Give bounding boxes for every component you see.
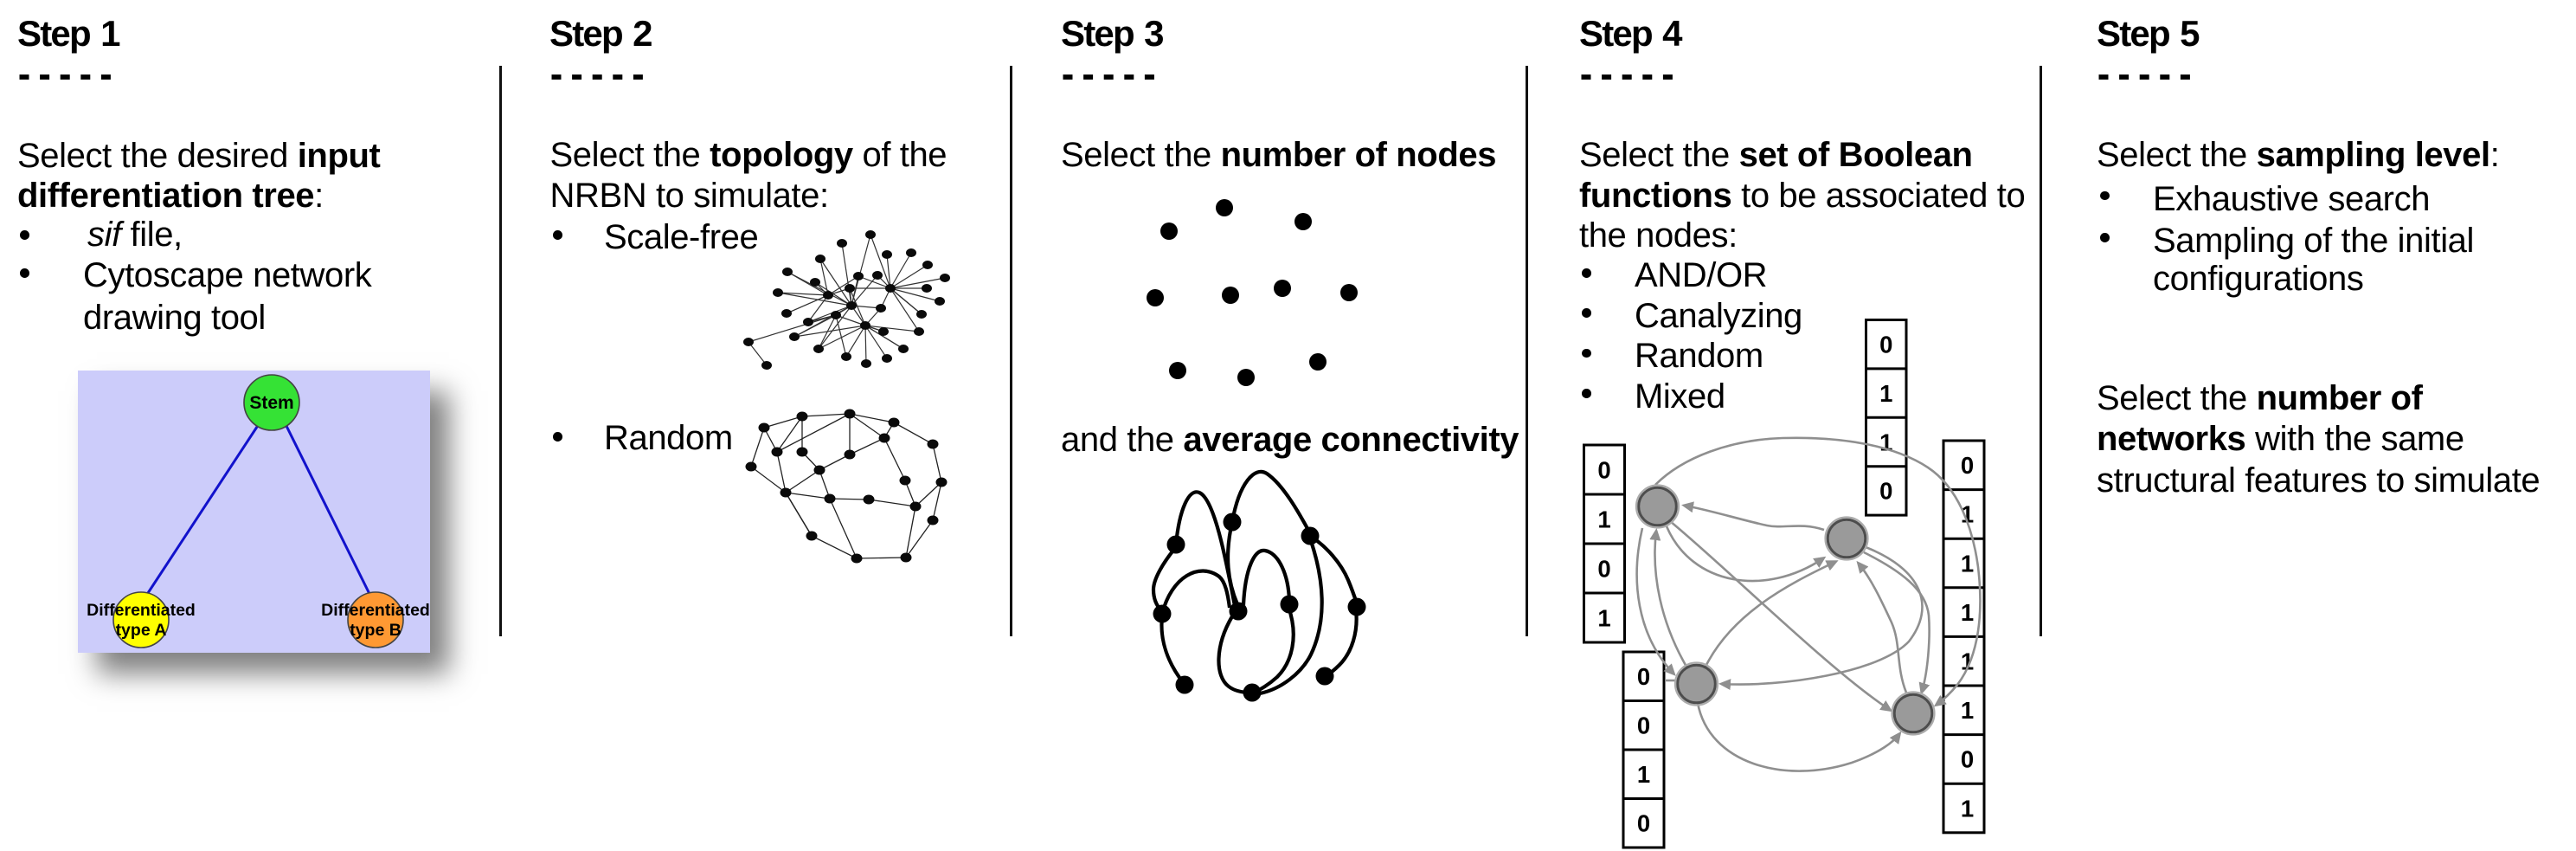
svg-text:1: 1 — [1961, 697, 1974, 724]
svg-text:0: 0 — [1637, 663, 1650, 690]
svg-text:0: 0 — [1637, 810, 1650, 837]
svg-text:type B: type B — [350, 621, 401, 640]
svg-text:1: 1 — [1961, 795, 1974, 822]
svg-text:1: 1 — [1961, 501, 1974, 528]
svg-text:0: 0 — [1597, 555, 1610, 582]
svg-text:Differentiated: Differentiated — [321, 601, 430, 620]
svg-text:0: 0 — [1961, 746, 1974, 773]
svg-text:1: 1 — [1961, 550, 1974, 577]
svg-text:0: 0 — [1597, 456, 1610, 483]
svg-text:0: 0 — [1879, 478, 1892, 505]
svg-text:1: 1 — [1879, 429, 1892, 455]
svg-text:0: 0 — [1961, 452, 1974, 479]
svg-text:1: 1 — [1597, 604, 1610, 631]
svg-text:1: 1 — [1961, 648, 1974, 675]
svg-text:1: 1 — [1961, 599, 1974, 626]
svg-text:1: 1 — [1597, 506, 1610, 532]
svg-text:1: 1 — [1637, 761, 1650, 788]
svg-text:1: 1 — [1879, 380, 1892, 407]
svg-text:type A: type A — [116, 621, 167, 640]
svg-text:Stem: Stem — [249, 393, 293, 413]
svg-text:0: 0 — [1879, 332, 1892, 358]
svg-text:0: 0 — [1637, 712, 1650, 739]
svg-text:Differentiated: Differentiated — [87, 601, 196, 620]
